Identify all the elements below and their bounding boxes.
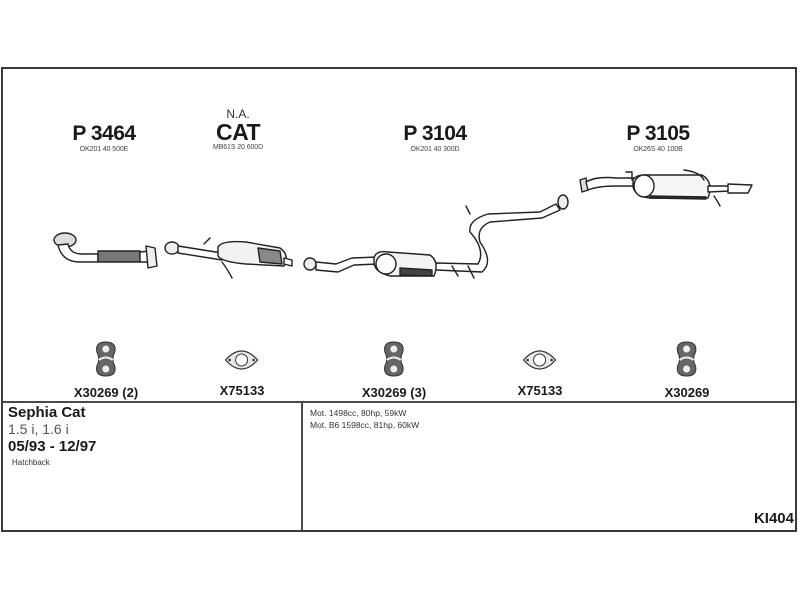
engine-list: Mot. 1498cc, 80hp, 59kW Mot. B6 1598cc, … xyxy=(310,407,419,431)
accessory-label: X30269 (3) xyxy=(361,385,427,400)
accessory-label: X30269 (2) xyxy=(73,385,139,400)
accessory-item[interactable]: X75133 xyxy=(219,348,265,398)
reference-code: KI404 xyxy=(753,510,794,527)
accessory-label: X30269 xyxy=(664,385,710,400)
part-code: P 3105 xyxy=(626,122,690,145)
part-code: CAT xyxy=(215,119,261,145)
accessory-item[interactable]: X75133 xyxy=(517,348,563,398)
rear-silencer-drawing xyxy=(579,169,753,207)
part-code: P 3464 xyxy=(72,122,136,145)
part-label-middle-silencer[interactable]: P 3104 OK201 40 300D xyxy=(403,122,467,154)
accessory-label: X75133 xyxy=(219,383,265,398)
gasket-icon xyxy=(225,350,259,370)
middle-silencer-drawing xyxy=(303,194,569,279)
part-label-front-pipe[interactable]: P 3464 OK201 40 500E xyxy=(72,122,136,154)
column-divider xyxy=(301,403,303,530)
vehicle-body-type: Hatchback xyxy=(12,458,50,467)
accessory-item[interactable]: X30269 (2) xyxy=(74,340,138,400)
part-oem-number: OK201 40 500E xyxy=(79,146,129,153)
diagram-frame xyxy=(1,67,797,532)
part-label-catalyst[interactable]: N.A. CAT MB61S 20 600D xyxy=(213,108,263,152)
rubber-hanger-icon xyxy=(384,341,404,377)
accessory-item[interactable]: X30269 (3) xyxy=(362,340,426,400)
part-oem-number: OK201 40 300D xyxy=(410,146,460,153)
vehicle-info: Sephia Cat 1.5 i, 1.6 i 05/93 - 12/97 Ha… xyxy=(8,404,96,467)
front-pipe-drawing xyxy=(53,232,158,269)
engine-spec: Mot. B6 1598cc, 81hp, 60kW xyxy=(310,420,420,430)
accessory-item[interactable]: X30269 xyxy=(664,340,710,400)
part-code: P 3104 xyxy=(403,122,467,145)
gasket-icon xyxy=(523,350,557,370)
vehicle-engine: 1.5 i, 1.6 i xyxy=(8,421,69,437)
exhaust-system-drawing xyxy=(53,169,753,279)
engine-spec: Mot. 1498cc, 80hp, 59kW xyxy=(310,408,407,418)
part-label-rear-silencer[interactable]: P 3105 OK26S 40 100B xyxy=(626,122,690,154)
part-prefix: N.A. xyxy=(226,107,250,121)
rubber-hanger-icon xyxy=(677,341,697,377)
rubber-hanger-icon xyxy=(96,341,116,377)
vehicle-dates: 05/93 - 12/97 xyxy=(8,438,97,455)
catalyst-drawing xyxy=(164,237,293,279)
part-oem-number: MB61S 20 600D xyxy=(212,144,264,151)
vehicle-model: Sephia Cat xyxy=(8,404,86,421)
flex-section xyxy=(97,250,141,263)
part-oem-number: OK26S 40 100B xyxy=(633,146,683,153)
section-divider xyxy=(3,401,795,403)
accessory-label: X75133 xyxy=(517,383,563,398)
